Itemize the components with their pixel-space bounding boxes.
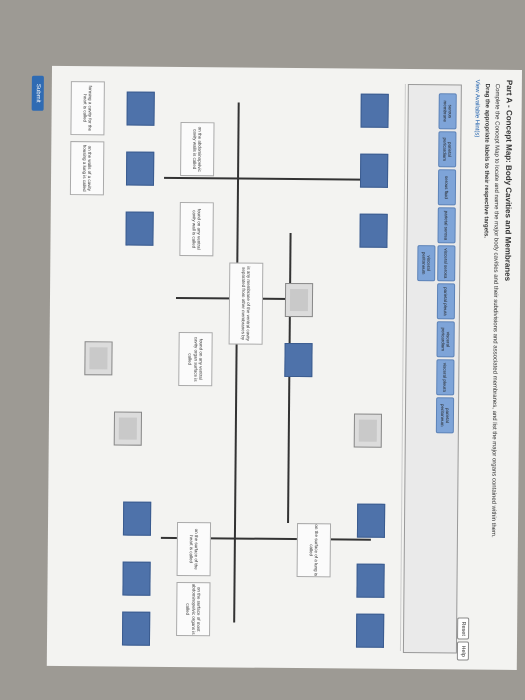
connector-line xyxy=(233,102,240,623)
label-visceral-pleura[interactable]: visceral pleura xyxy=(436,359,455,396)
drop-target[interactable] xyxy=(122,501,152,536)
drop-target[interactable] xyxy=(356,503,386,538)
desc-cavity-wall: found on any ventral cavity wall is call… xyxy=(179,202,214,257)
desc-lung-cavity: on the walls of a cavity housing a lung … xyxy=(69,141,105,196)
drop-target[interactable] xyxy=(356,563,385,598)
label-serous-membrane[interactable]: serous membrane xyxy=(438,93,457,130)
label-visceral-serosa[interactable]: visceral serosa xyxy=(437,245,456,282)
label-parietal-pericardium[interactable]: parietal pericardium xyxy=(438,131,457,168)
label-serous-fluid[interactable]: serous fluid xyxy=(437,169,457,206)
help-button[interactable]: Help xyxy=(456,641,470,661)
drop-target[interactable] xyxy=(121,611,151,646)
drop-target[interactable] xyxy=(125,211,154,246)
drop-target-empty[interactable] xyxy=(113,411,143,446)
drop-target[interactable] xyxy=(126,91,155,126)
label-visceral-pericardium[interactable]: visceral pericardium xyxy=(436,321,455,358)
reset-button[interactable]: Reset xyxy=(457,617,470,640)
connector-line xyxy=(164,176,375,181)
screen-content: Part A - Concept Map: Body Cavities and … xyxy=(31,65,522,670)
connector-line xyxy=(287,232,292,523)
drop-target[interactable] xyxy=(122,561,151,596)
drop-target[interactable] xyxy=(360,93,389,128)
drop-target[interactable] xyxy=(355,613,385,648)
drag-instructions: Drag the appropriate labels to their res… xyxy=(482,83,490,239)
desc-abdominal-organs: on the surface of most abdominopelvic or… xyxy=(176,582,211,637)
drop-target[interactable] xyxy=(359,153,389,188)
drop-target[interactable] xyxy=(284,342,313,378)
desc-organ-surface: found on any ventral cavity organ surfac… xyxy=(178,332,213,387)
drop-target-empty[interactable] xyxy=(353,413,382,448)
instructions: Complete the Concept Map to locate and n… xyxy=(489,83,500,538)
view-hints-link[interactable]: View Available Hint(s) xyxy=(473,79,480,138)
drop-target-empty[interactable] xyxy=(284,282,314,318)
label-bank: serous membrane parietal pericardium ser… xyxy=(402,84,462,654)
drop-target[interactable] xyxy=(125,151,155,186)
part-title[interactable]: Part A - Concept Map: Body Cavities and … xyxy=(503,79,514,282)
desc-abdominal-wall: on the abdominopelvic cavity walls is ca… xyxy=(180,122,215,177)
label-visceral-peritoneum[interactable]: visceral peritoneum xyxy=(417,245,436,282)
desc-heart-cavity: forming a cavity for the heart is called xyxy=(70,81,105,136)
submit-button[interactable]: Submit xyxy=(31,75,44,111)
desc-heart-surface: on the surface of the heart is called xyxy=(176,522,212,577)
drop-target[interactable] xyxy=(359,213,388,248)
label-parietal-peritoneum[interactable]: parietal peritoneum xyxy=(435,397,455,434)
concept-map: is any membrane of the ventral cavity se… xyxy=(52,80,406,651)
label-parietal-serosa[interactable]: parietal serosa xyxy=(437,207,456,244)
label-parietal-pleura[interactable]: parietal pleura xyxy=(436,283,456,320)
desc-lung-surface: on the surface of a lung is called xyxy=(296,523,332,578)
drop-target-empty[interactable] xyxy=(84,341,113,376)
desc-center: is any membrane of the ventral cavity se… xyxy=(228,262,264,345)
